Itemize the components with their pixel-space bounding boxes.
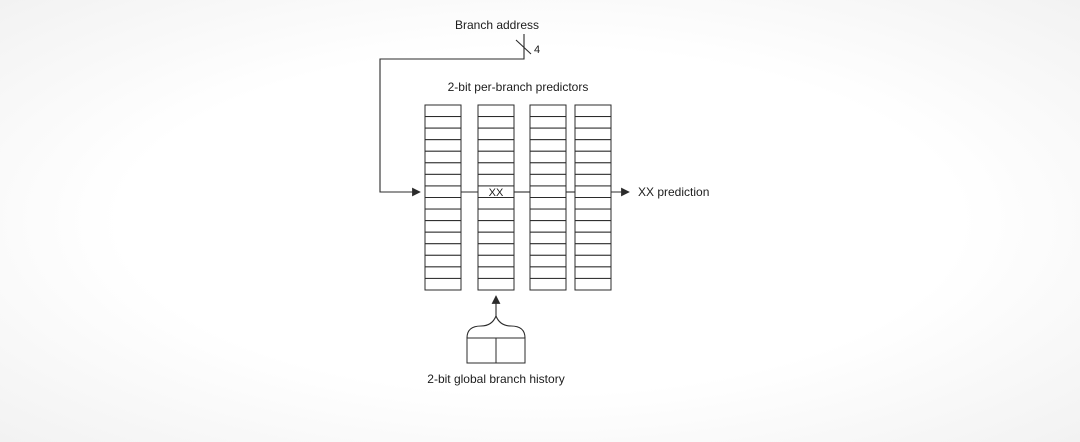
predictor-cell: [424, 266, 462, 279]
predictor-cell: [529, 173, 567, 187]
predictor-cell: [574, 185, 612, 199]
predictor-cell: [424, 116, 462, 129]
history-brace-icon: [466, 314, 526, 339]
predictor-cell: [529, 162, 567, 175]
predictor-cell: [477, 243, 515, 256]
predictor-cell: [529, 116, 567, 129]
predictor-cell: [477, 197, 515, 210]
predictor-cell: [574, 277, 612, 291]
predictor-cell: [574, 139, 612, 152]
predictor-cell: [574, 104, 612, 118]
predictor-cell: [477, 162, 515, 175]
predictor-cell: [529, 185, 567, 199]
predictors-label: 2-bit per-branch predictors: [448, 80, 589, 94]
predictor-cell: [574, 254, 612, 268]
predictor-cell: [477, 139, 515, 152]
predictor-cell: [529, 150, 567, 164]
history-label: 2-bit global branch history: [427, 372, 564, 386]
predictor-cell: [477, 104, 515, 118]
predictor-cell: [424, 127, 462, 141]
predictor-cell: [529, 208, 567, 222]
branch-address-label: Branch address: [455, 18, 539, 32]
predictor-cell: [574, 231, 612, 245]
predictor-cell: [529, 266, 567, 279]
predictor-cell: [477, 127, 515, 141]
bus-width-slash-icon: [515, 39, 532, 55]
predictor-cell: [574, 173, 612, 187]
predictor-cell: [424, 231, 462, 245]
predictor-cell: [529, 243, 567, 256]
predictor-cell: [424, 104, 462, 118]
predictor-cell: [574, 220, 612, 233]
selected-cell-value: XX: [489, 187, 504, 199]
predictor-cell: [477, 208, 515, 222]
predictor-cell: [574, 162, 612, 175]
predictor-cell: [477, 231, 515, 245]
predictor-cell: [477, 116, 515, 129]
predictor-cell: [477, 266, 515, 279]
predictor-cell: [574, 150, 612, 164]
predictor-cell: [424, 208, 462, 222]
history-cell: [495, 337, 526, 364]
predictor-cell: [574, 127, 612, 141]
predictor-cell: [424, 173, 462, 187]
predictor-cell: [424, 220, 462, 233]
predictor-cell: [529, 139, 567, 152]
history-cell: [466, 337, 497, 364]
predictor-cell: [529, 277, 567, 291]
predictor-cell: [529, 104, 567, 118]
predictor-cell: [477, 150, 515, 164]
predictor-cell: [424, 162, 462, 175]
predictor-cell: [574, 208, 612, 222]
predictor-cell: [574, 243, 612, 256]
predictor-cell: [424, 139, 462, 152]
predictor-cell: [529, 197, 567, 210]
predictor-cell: [424, 150, 462, 164]
predictor-cell: [424, 197, 462, 210]
predictor-cell: [529, 254, 567, 268]
branch-address-wire: [379, 34, 525, 197]
predictor-cell: [529, 127, 567, 141]
bus-width-label: 4: [534, 44, 540, 56]
predictor-cell: [424, 254, 462, 268]
history-register: [466, 337, 526, 364]
prediction-label: XX prediction: [638, 185, 709, 199]
predictor-columns: [424, 104, 612, 291]
predictor-cell: [424, 185, 462, 199]
predictor-cell: [477, 254, 515, 268]
predictor-cell: [477, 173, 515, 187]
predictor-cell: [424, 243, 462, 256]
predictor-cell: [574, 197, 612, 210]
predictor-cell: [424, 277, 462, 291]
predictor-cell: [477, 277, 515, 291]
predictor-cell: [529, 231, 567, 245]
predictor-cell: [477, 220, 515, 233]
predictor-cell: [574, 266, 612, 279]
predictor-cell: [574, 116, 612, 129]
predictor-cell: [529, 220, 567, 233]
